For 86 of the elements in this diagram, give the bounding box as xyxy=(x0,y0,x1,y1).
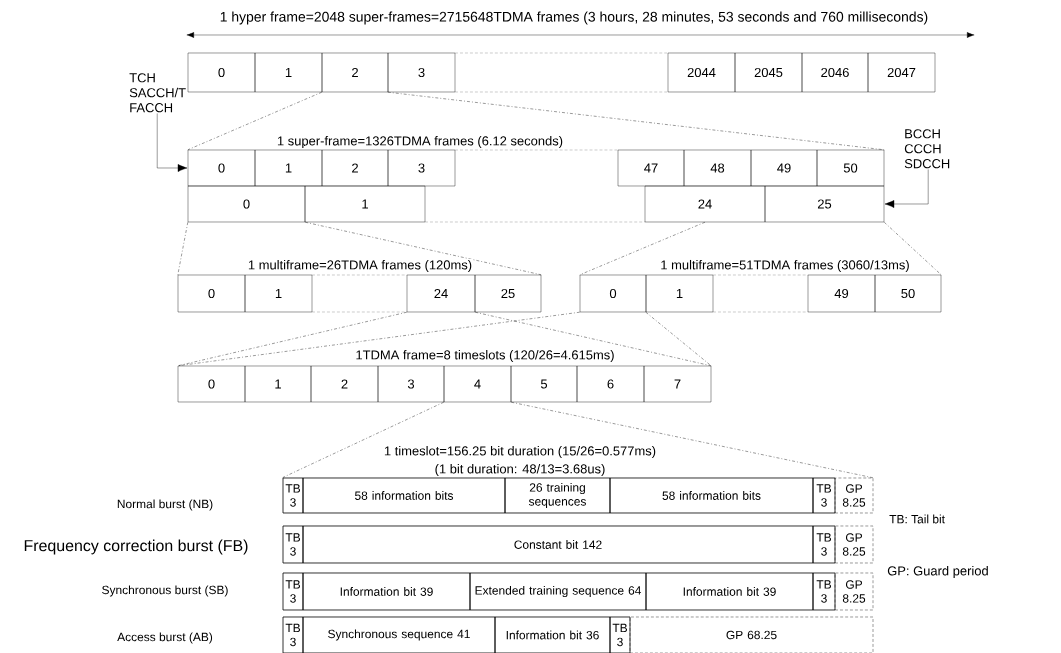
burst-name: Normal burst (NB) xyxy=(115,498,215,512)
frame-cell: 6 xyxy=(576,365,645,403)
burst-field: Extended training sequence 64 xyxy=(469,572,647,611)
frame-cell: 1 xyxy=(244,365,312,403)
zoom-line xyxy=(645,312,712,366)
burst-field: TB 3 xyxy=(282,572,304,611)
burst-field: 26 training sequences xyxy=(504,477,611,514)
frame-cell: 0 xyxy=(187,52,256,93)
zoom-line xyxy=(177,312,580,366)
frame-cell: 0 xyxy=(187,149,256,187)
burst-field: TB 3 xyxy=(812,477,836,514)
burst-field: 58 information bits xyxy=(302,477,506,514)
zoom-line xyxy=(282,402,444,478)
zoom-line xyxy=(511,402,874,478)
frame-cell: 2047 xyxy=(867,52,936,93)
frame-cell: 1 xyxy=(254,149,323,187)
frame-cell: 2 xyxy=(321,52,389,93)
guard-period-box: GP 8.25 xyxy=(834,572,874,611)
frame-cell: 1 xyxy=(244,274,313,313)
zoom-line xyxy=(475,312,712,366)
frame-cell: 1 xyxy=(645,274,714,313)
frame-cell: 50 xyxy=(874,274,942,313)
zoom-line xyxy=(177,222,188,275)
frame-cell: 24 xyxy=(406,274,476,313)
frame-title: (1 bit duration: 48/13=3.68us) xyxy=(433,462,607,478)
frame-cell: 1 xyxy=(254,52,323,93)
zoom-line xyxy=(305,222,542,275)
channel-label: BCCH CCCH SDCCH xyxy=(904,129,950,169)
burst-name: Access burst (AB) xyxy=(116,631,214,645)
burst-field: Synchronous sequence 41 xyxy=(302,616,496,653)
frame-title: 1 multiframe=51TDMA frames (3060/13ms) xyxy=(659,258,911,274)
guard-period-box: GP 68.25 xyxy=(629,616,874,653)
legend-note: TB: Tail bit xyxy=(888,513,946,525)
frame-cell: 5 xyxy=(510,365,578,403)
frame-cell: 0 xyxy=(177,365,246,403)
burst-name: Synchronous burst (SB) xyxy=(100,584,230,598)
legend-note: GP: Guard period xyxy=(886,564,990,580)
frame-cell: 0 xyxy=(177,274,246,313)
frame-cell: 49 xyxy=(807,274,876,313)
zoom-line xyxy=(187,92,322,150)
frame-cell: 7 xyxy=(643,365,712,403)
burst-field: Constant bit 142 xyxy=(302,525,814,564)
zoom-line xyxy=(177,312,407,366)
frame-cell: 2 xyxy=(310,365,379,403)
burst-field: TB 3 xyxy=(609,616,631,653)
arrow xyxy=(157,113,188,172)
frame-cell: 3 xyxy=(387,149,456,187)
arrow xyxy=(884,169,929,208)
frame-cell: 3 xyxy=(377,365,445,403)
frame-title: 1 super-frame=1326TDMA frames (6.12 seconds) xyxy=(275,134,565,150)
dimension-label: 1 hyper frame=2048 super-frames=2715648TDMA frames (3 hours, 28 minutes, 53 seconds and 760 milliseconds) xyxy=(218,10,930,26)
frame-cell: 47 xyxy=(617,149,685,187)
frame-title: 1TDMA frame=8 timeslots (120/26=4.615ms) xyxy=(354,348,616,364)
frame-cell: 1 xyxy=(304,185,426,223)
frame-title: 1 multiframe=26TDMA frames (120ms) xyxy=(246,258,474,274)
guard-period-box: GP 8.25 xyxy=(834,525,874,564)
burst-field: TB 3 xyxy=(812,525,836,564)
frame-cell: 25 xyxy=(474,274,542,313)
frame-cell: 48 xyxy=(683,149,752,187)
zoom-line xyxy=(579,222,706,275)
frame-cell: 0 xyxy=(187,185,306,223)
burst-field: TB 3 xyxy=(282,477,304,514)
channel-label: TCH SACCH/T FACCH xyxy=(129,73,186,113)
burst-field: TB 3 xyxy=(282,616,304,653)
burst-field: Information bit 36 xyxy=(494,616,611,653)
frame-title: 1 timeslot=156.25 bit duration (15/26=0.577ms) xyxy=(382,444,658,460)
burst-field: Information bit 39 xyxy=(645,572,814,611)
burst-field: 58 information bits xyxy=(609,477,814,514)
burst-name: Frequency correction burst (FB) xyxy=(22,538,250,556)
frame-cell: 2045 xyxy=(734,52,803,93)
burst-field: TB 3 xyxy=(282,525,304,564)
frame-cell: 2 xyxy=(321,149,389,187)
guard-period-box: GP 8.25 xyxy=(834,477,874,514)
frame-cell: 2046 xyxy=(801,52,869,93)
frame-cell: 25 xyxy=(764,185,885,223)
frame-cell: 4 xyxy=(443,365,512,403)
frame-cell: 49 xyxy=(750,149,818,187)
burst-field: Information bit 39 xyxy=(302,572,471,611)
frame-cell: 50 xyxy=(816,149,885,187)
zoom-line xyxy=(387,92,885,150)
frame-cell: 24 xyxy=(644,185,766,223)
frame-cell: 2044 xyxy=(667,52,736,93)
zoom-line xyxy=(884,222,942,275)
frame-cell: 3 xyxy=(387,52,456,93)
frame-cell: 0 xyxy=(579,274,647,313)
burst-field: TB 3 xyxy=(812,572,836,611)
